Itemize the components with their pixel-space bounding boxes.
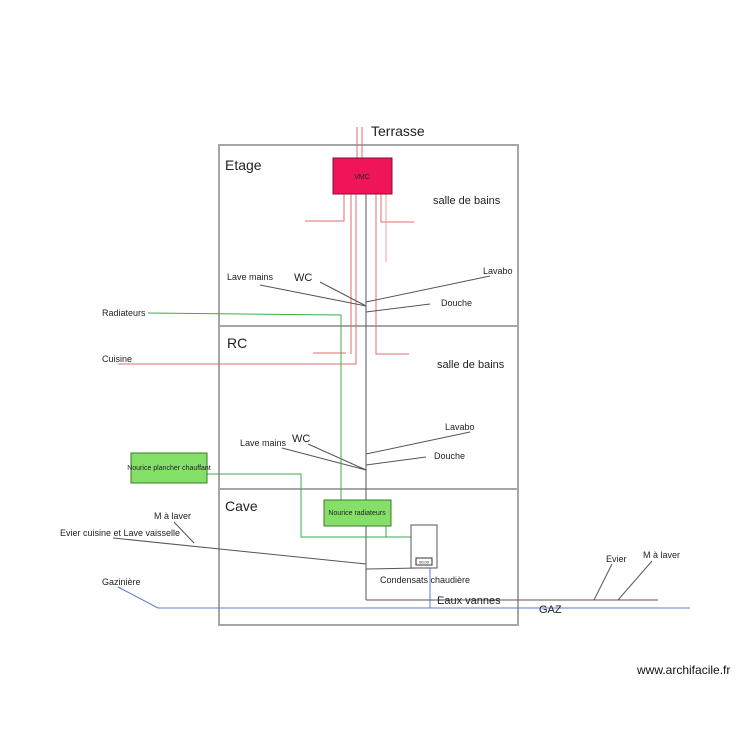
m-a-laver-ext-label: M à laver (643, 550, 680, 560)
lave-mains-rc-label: Lave mains (240, 438, 287, 448)
vmc-ducts (118, 127, 414, 365)
douche-rc-label: Douche (434, 451, 465, 461)
evier-ext-label: Evier (606, 554, 627, 564)
vmc-label: VMC (354, 174, 370, 181)
lavabo-rc-label: Lavabo (445, 422, 475, 432)
rc-title: RC (227, 335, 247, 351)
chaudiere-display (415, 557, 433, 566)
salle-de-bains-etage-label: salle de bains (433, 195, 501, 207)
douche-etage-label: Douche (441, 298, 472, 308)
cuisine-label: Cuisine (102, 354, 132, 364)
nourice-plancher-box (130, 452, 208, 484)
salle-de-bains-rc-label: salle de bains (437, 359, 505, 371)
wc-rc-label: WC (292, 433, 310, 445)
nourice-plancher-label: Nourice plancher chauffant (127, 465, 211, 472)
gas-line (117, 568, 690, 609)
watermark: www.archifacile.fr (637, 663, 731, 677)
evier-cuisine-label: Evier cuisine et Lave vaisselle (60, 528, 180, 538)
nourice-radiateurs-label: Nourice radiateurs (328, 510, 386, 517)
nourice-radiateurs-box (323, 499, 392, 527)
gaz-label: GAZ (539, 604, 562, 616)
radiateurs-label: Radiateurs (102, 308, 146, 318)
eaux-vannes-label: Eaux vannes (437, 595, 501, 607)
gaziniere-label: Gazinière (102, 577, 141, 587)
etage-title: Etage (225, 157, 262, 173)
floor-cave (218, 488, 519, 626)
building-walls (218, 144, 519, 626)
vmc-unit (332, 157, 393, 195)
wc-etage-label: WC (294, 272, 312, 284)
chaudiere: 00:00 (410, 524, 438, 569)
heating-lines (147, 312, 418, 538)
drain-lines (112, 194, 658, 601)
condensats-label: Condensats chaudière (380, 575, 470, 585)
m-a-laver-cave-label: M à laver (154, 511, 191, 521)
lave-mains-etage-label: Lave mains (227, 272, 274, 282)
cave-title: Cave (225, 498, 258, 514)
chaudiere-display-text: 00:00 (419, 560, 430, 565)
terrasse-title: Terrasse (371, 123, 425, 139)
lavabo-etage-label: Lavabo (483, 266, 513, 276)
